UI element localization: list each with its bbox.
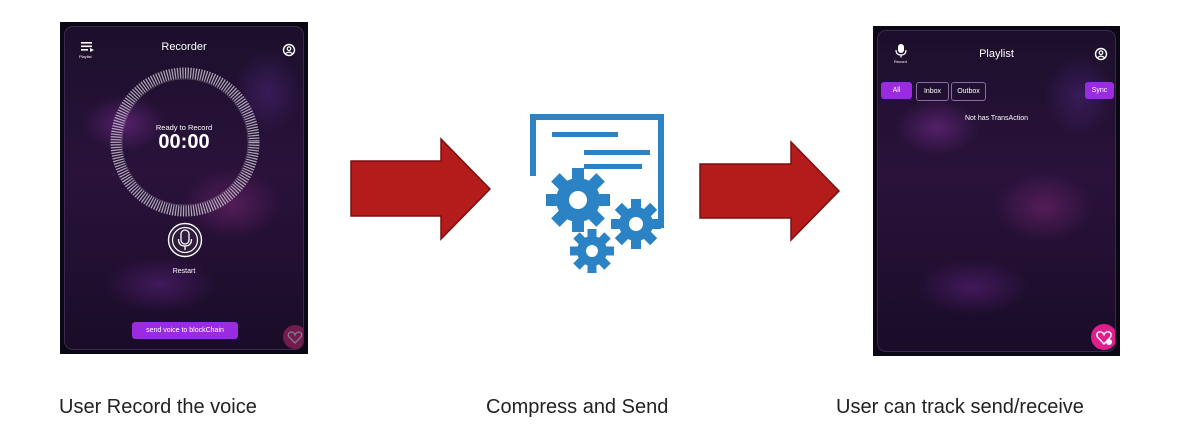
arrow-right-1 bbox=[350, 137, 492, 241]
tab-outbox[interactable]: Outbox bbox=[951, 82, 986, 101]
caption-compress: Compress and Send bbox=[486, 396, 669, 418]
sync-button[interactable]: Sync bbox=[1085, 82, 1114, 99]
record-nav-button[interactable]: Record bbox=[888, 42, 914, 68]
playlist-title: Playlist bbox=[979, 48, 1014, 60]
recorder-screen-content: Playlist Recorder Ready to Record 00:00 bbox=[64, 26, 304, 350]
send-to-blockchain-button[interactable]: send voice to blockChain bbox=[132, 322, 238, 339]
tab-inbox[interactable]: Inbox bbox=[916, 82, 949, 101]
heart-coin-icon[interactable] bbox=[1090, 323, 1116, 351]
record-status: Ready to Record bbox=[155, 123, 213, 132]
profile-icon[interactable] bbox=[1094, 47, 1108, 61]
record-mic-button[interactable] bbox=[167, 222, 203, 258]
tab-all[interactable]: All bbox=[881, 82, 912, 99]
record-nav-label: Record bbox=[894, 59, 907, 64]
microphone-nav-icon bbox=[895, 44, 907, 58]
record-timer-dial bbox=[110, 67, 260, 217]
caption-record: User Record the voice bbox=[59, 396, 257, 418]
caption-track: User can track send/receive bbox=[836, 396, 1084, 418]
profile-icon[interactable] bbox=[282, 43, 296, 57]
recorder-title: Recorder bbox=[161, 41, 207, 53]
playlist-nav-label: Playlist bbox=[79, 54, 92, 59]
playlist-screen-content: Record Playlist All Inbox Outbox Sync No… bbox=[877, 30, 1116, 352]
gears-document-icon bbox=[530, 114, 664, 273]
record-timer: 00:00 bbox=[158, 131, 210, 153]
restart-label[interactable]: Restart bbox=[172, 268, 196, 275]
playlist-icon bbox=[81, 42, 94, 52]
recorder-screen: Playlist Recorder Ready to Record 00:00 bbox=[60, 22, 308, 354]
microphone-icon bbox=[167, 222, 203, 258]
arrow-right-2 bbox=[699, 140, 841, 242]
playlist-nav-button[interactable]: Playlist bbox=[75, 39, 103, 65]
empty-transactions-message: Not has TransAction bbox=[964, 115, 1029, 122]
playlist-screen: Record Playlist All Inbox Outbox Sync No… bbox=[873, 26, 1120, 356]
heart-coin-icon[interactable] bbox=[282, 324, 304, 350]
